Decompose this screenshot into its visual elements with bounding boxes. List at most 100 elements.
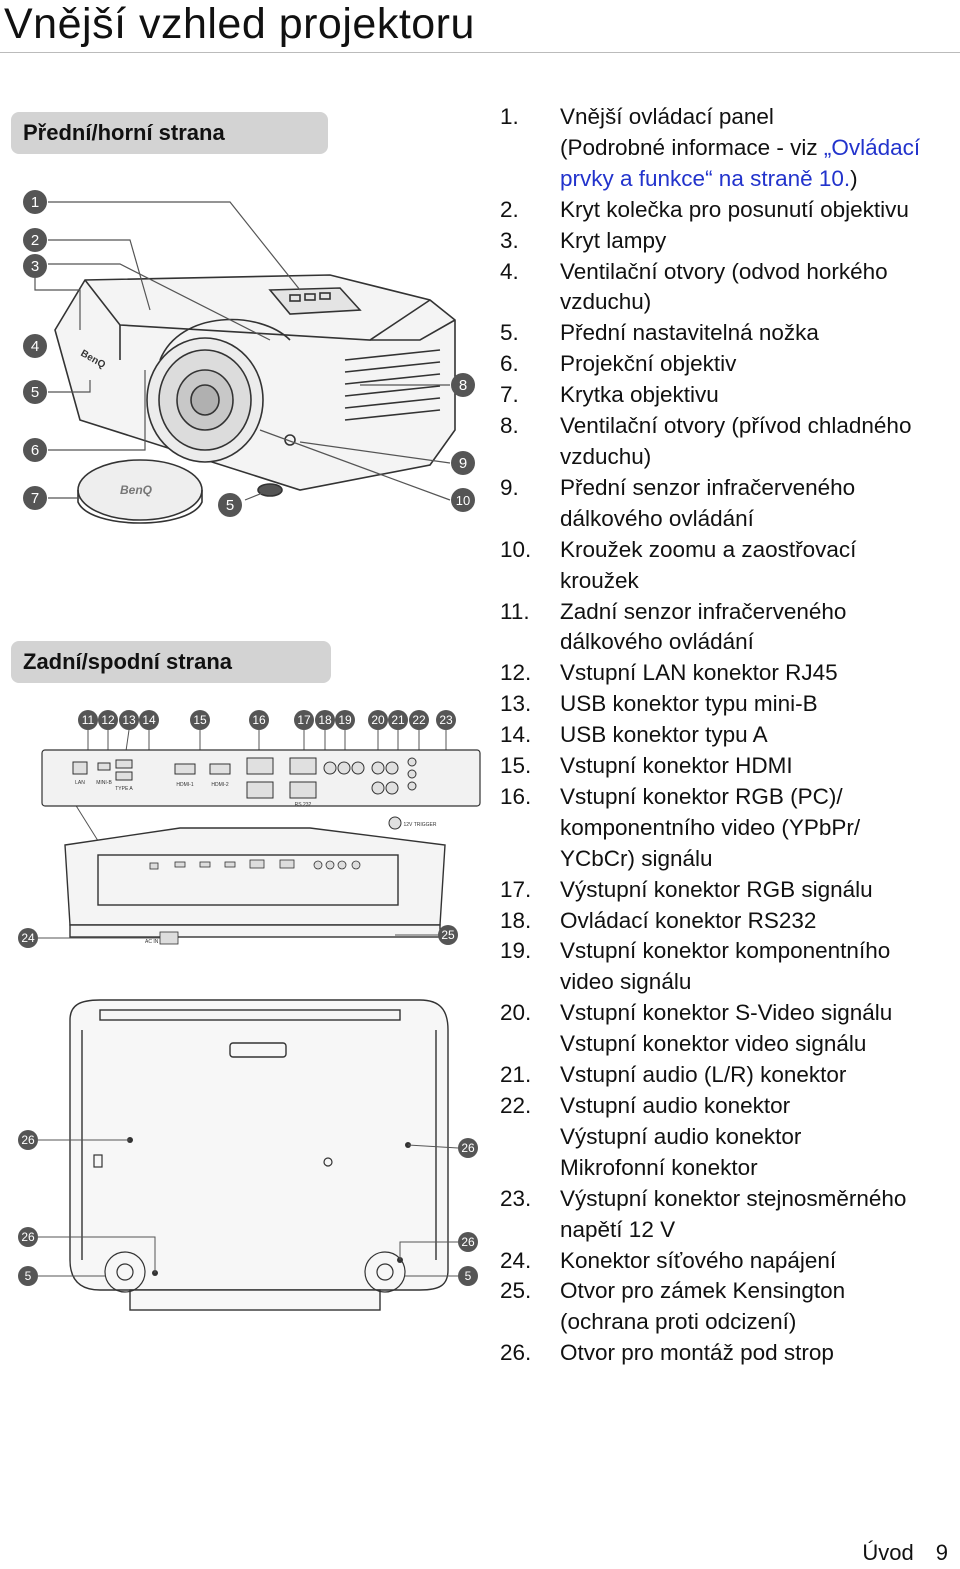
svg-text:6: 6 — [31, 442, 39, 459]
callout-1: 1 — [23, 190, 47, 214]
list-item: 7. Krytka objektivu — [500, 380, 960, 411]
list-item-line: (ochrana proti odcizení) — [560, 1309, 797, 1335]
page-footer: Úvod 9 — [840, 1540, 948, 1566]
front-projector-diagram: BenQ BenQ 1 2 3 4 5 6 7 5 8 9 10 — [23, 190, 475, 524]
list-item-text: Vstupní konektor komponentního video sign… — [560, 936, 960, 998]
cross-reference-suffix: ) — [850, 165, 858, 191]
svg-text:26: 26 — [21, 1230, 35, 1244]
list-item: 17.Výstupní konektor RGB signálu — [500, 875, 960, 906]
list-item: 24.Konektor síťového napájení — [500, 1246, 960, 1277]
cross-reference-link-continued[interactable]: prvky a funkce“ na straně 10. — [560, 165, 851, 191]
port-label-type-a: TYPE A — [115, 786, 133, 792]
list-item-line: Výstupní konektor stejnosměrného — [560, 1185, 907, 1211]
list-item-number: 15. — [500, 753, 532, 779]
list-item-line: Ventilační otvory (přívod chladného — [560, 413, 912, 439]
list-item-number: 26. — [500, 1340, 532, 1366]
svg-text:3: 3 — [31, 258, 39, 275]
list-item-line: Otvor pro zámek Kensington — [560, 1278, 846, 1304]
callout-7: 7 — [23, 486, 47, 510]
svg-text:22: 22 — [412, 713, 426, 727]
list-item-line: video signálu — [560, 969, 692, 995]
list-item-text: Vstupní LAN konektor RJ45 — [560, 658, 960, 689]
list-item-line: Vnější ovládací panel — [560, 104, 774, 129]
svg-text:19: 19 — [338, 713, 352, 727]
list-item-text: Kryt lampy — [560, 226, 960, 257]
list-item-line: Vstupní audio konektor — [560, 1093, 791, 1118]
list-item-line: Vstupní konektor video signálu — [560, 1031, 867, 1057]
callout-10: 10 — [451, 488, 475, 512]
list-item-number: 8. — [500, 413, 519, 439]
svg-text:24: 24 — [21, 931, 35, 945]
callout-3: 3 — [23, 254, 47, 278]
list-item-number: 5. — [500, 320, 519, 346]
svg-text:10: 10 — [456, 493, 470, 508]
cross-reference-link[interactable]: „Ovládací — [823, 134, 921, 160]
title-rule — [0, 52, 960, 53]
svg-text:21: 21 — [391, 713, 405, 727]
list-item-number: 1. — [500, 104, 519, 129]
port-label-trigger: 12V TRIGGER — [404, 822, 437, 828]
list-item-number: 14. — [500, 722, 532, 748]
list-item-number: 10. — [500, 536, 532, 562]
list-item-number: 3. — [500, 227, 519, 253]
callout-6: 6 — [23, 438, 47, 462]
callout-5b: 5 — [218, 493, 242, 517]
list-item: 3. Kryt lampy — [500, 226, 960, 257]
list-item-number: 2. — [500, 196, 519, 222]
list-item-number: 4. — [500, 258, 519, 284]
list-item-line: Kroužek zoomu a zaostřovací — [560, 536, 857, 562]
list-item-text: Vstupní konektor HDMI — [560, 751, 960, 782]
svg-text:17: 17 — [297, 713, 311, 727]
svg-text:18: 18 — [318, 713, 332, 727]
rear-bottom-projector-diagram: 11 12 13 14 15 16 17 18 19 20 21 22 23 — [18, 710, 481, 1311]
list-item-text: Výstupní konektor RGB signálu — [560, 875, 960, 906]
list-item-line: USB konektor typu mini-B — [560, 691, 818, 717]
list-item-line: prvky a funkce“ na straně 10.) — [560, 164, 960, 195]
footer-section: Úvod — [862, 1540, 914, 1565]
footer-page-number: 9 — [935, 1540, 948, 1565]
callout-18: 18 — [315, 710, 335, 730]
ac-in-label: AC IN — [145, 939, 159, 945]
svg-text:5: 5 — [226, 497, 234, 514]
list-item-line: Zadní senzor infračerveného — [560, 598, 847, 624]
callout-12: 12 — [98, 710, 118, 730]
list-item: 26.Otvor pro montáž pod strop — [500, 1338, 960, 1369]
callout-15: 15 — [190, 710, 210, 730]
list-item-number: 21. — [500, 1062, 532, 1088]
list-item-text: Přední nastavitelná nožka — [560, 318, 960, 349]
list-item-number: 13. — [500, 691, 532, 717]
list-item-line: vzduchu) — [560, 443, 652, 469]
list-item-line: Kryt kolečka pro posunutí objektivu — [560, 196, 909, 222]
list-item-text: Krytka objektivu — [560, 380, 960, 411]
list-item: 16.Vstupní konektor RGB (PC)/komponentní… — [500, 782, 960, 875]
svg-text:7: 7 — [31, 490, 39, 507]
list-item: 1.Vnější ovládací panel(Podrobné informa… — [500, 102, 960, 195]
list-item-line: Vstupní konektor HDMI — [560, 753, 793, 779]
svg-text:25: 25 — [441, 928, 455, 942]
list-item-text: Projekční objektiv — [560, 349, 960, 380]
list-item-line: Výstupní konektor RGB signálu — [560, 876, 873, 902]
list-item-line: vzduchu) — [560, 289, 652, 315]
port-label-mini-b: MINI-B — [96, 780, 112, 786]
svg-text:13: 13 — [122, 713, 136, 727]
list-item-line: Krytka objektivu — [560, 382, 719, 408]
list-item-number: 19. — [500, 938, 532, 964]
list-item-line: Vstupní LAN konektor RJ45 — [560, 660, 838, 686]
list-item-number: 16. — [500, 783, 532, 809]
list-item-line: Vstupní konektor komponentního — [560, 938, 891, 964]
callout-2: 2 — [23, 228, 47, 252]
list-item-text: Kryt kolečka pro posunutí objektivu — [560, 195, 960, 226]
list-item-number: 6. — [500, 351, 519, 377]
svg-text:5: 5 — [31, 384, 39, 401]
list-item-line: Vstupní audio (L/R) konektor — [560, 1062, 847, 1088]
svg-text:23: 23 — [439, 713, 453, 727]
list-item-number: 7. — [500, 382, 519, 408]
list-item-number: 23. — [500, 1185, 532, 1211]
